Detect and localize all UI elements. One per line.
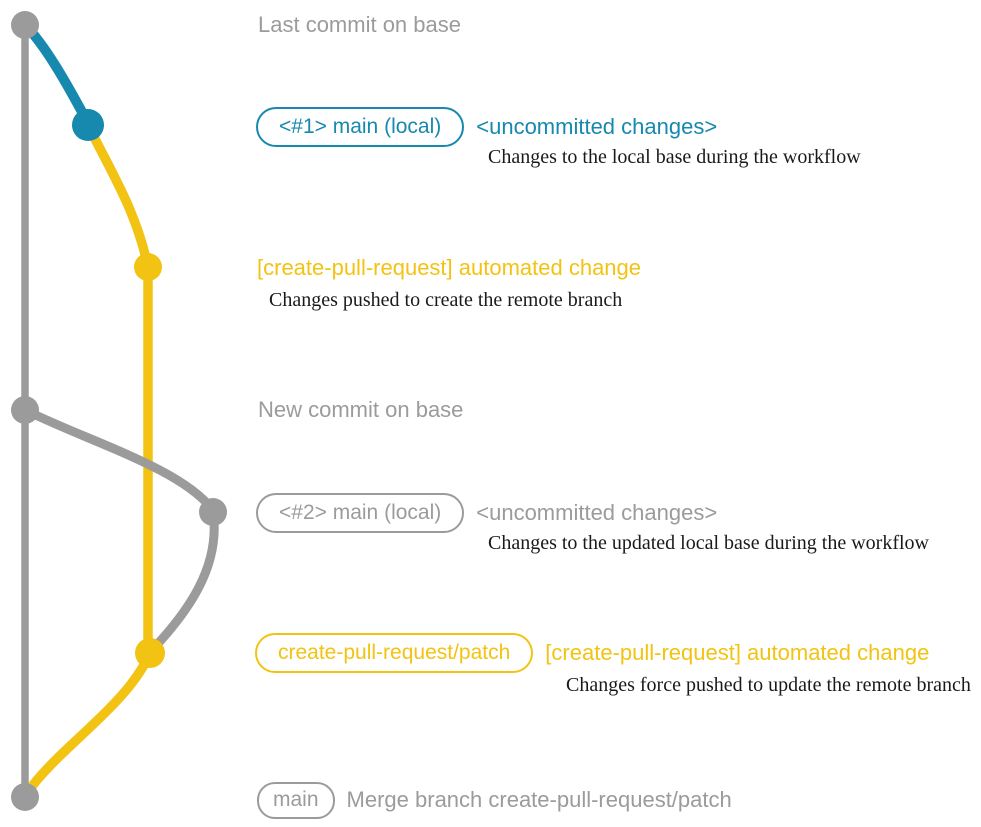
caption-branch1: Changes to the local base during the wor… <box>488 146 861 168</box>
commit-dot-pr-2 <box>135 638 165 668</box>
local-main-branch-curve-2-out <box>20 405 217 514</box>
row-branch1: <#1> main (local) <uncommitted changes> <box>256 106 717 148</box>
caption-push1: Changes pushed to create the remote bran… <box>269 289 623 311</box>
git-graph <box>11 11 227 811</box>
commit-message-uncommitted-2: <uncommitted changes> <box>476 500 718 525</box>
branch-badge-main-local-1: <#1> main (local) <box>256 107 465 147</box>
row-merge: main Merge branch create-pull-request/pa… <box>257 779 732 821</box>
commit-dot-last-base <box>11 11 39 39</box>
local-main-branch-curve-2-back <box>147 507 219 655</box>
commit-message-automated-1: [create-pull-request] automated change <box>257 255 642 280</box>
row-pr-branch: create-pull-request/patch [create-pull-r… <box>255 632 929 674</box>
commit-message-uncommitted-1: <uncommitted changes> <box>476 114 718 139</box>
label-last-commit-on-base: Last commit on base <box>258 12 461 37</box>
commit-message-automated-2: [create-pull-request] automated change <box>545 640 930 665</box>
pr-branch-line <box>83 120 153 658</box>
commit-dot-new-base <box>11 396 39 424</box>
caption-branch2: Changes to the updated local base during… <box>488 532 929 554</box>
commit-dot-pr-1 <box>134 253 162 281</box>
commit-dot-local-1 <box>72 109 104 141</box>
row-branch2: <#2> main (local) <uncommitted changes> <box>256 492 717 534</box>
commit-dot-merge <box>11 783 39 811</box>
label-new-commit-on-base: New commit on base <box>258 397 464 422</box>
commit-message-merge: Merge branch create-pull-request/patch <box>346 787 732 812</box>
branch-badge-main-local-2: <#2> main (local) <box>256 493 465 533</box>
branch-badge-create-pull-request-patch: create-pull-request/patch <box>255 633 534 673</box>
commit-dot-local-2 <box>199 498 227 526</box>
branch-badge-main: main <box>257 781 335 819</box>
local-main-branch-curve-1 <box>20 20 93 128</box>
caption-push2: Changes force pushed to update the remot… <box>566 674 971 696</box>
merge-curve <box>22 648 155 798</box>
